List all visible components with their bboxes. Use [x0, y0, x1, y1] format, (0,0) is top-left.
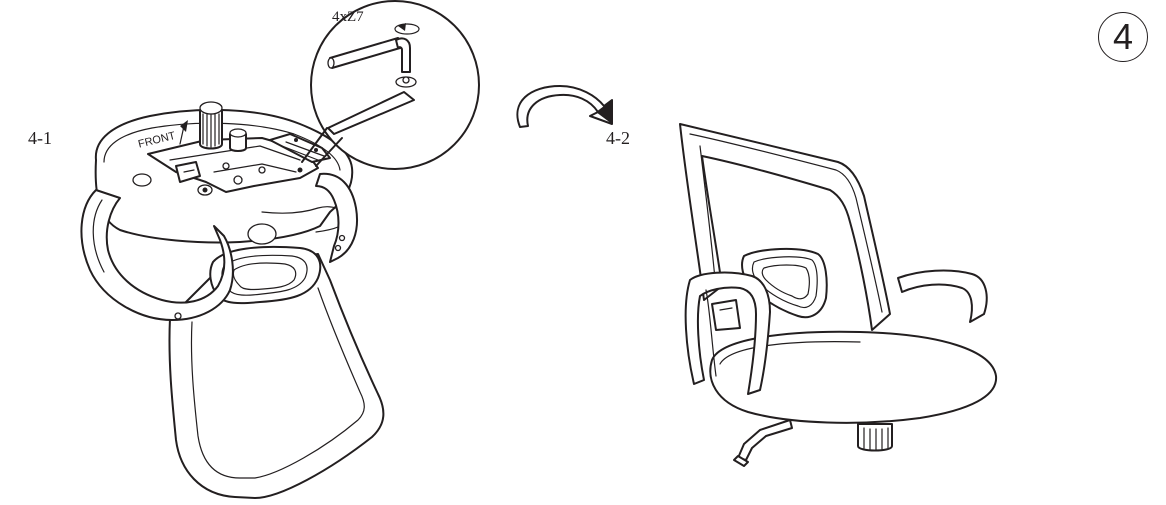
gas-lift — [857, 423, 893, 452]
backrest-frame — [168, 253, 385, 499]
armrest-left-assembled — [684, 271, 771, 395]
chair-upside-down — [80, 101, 385, 499]
sub-step-label-4-2: 4-2 — [606, 128, 630, 148]
part-quantity-label: 4xZ7 — [332, 9, 364, 25]
bolt-icon — [395, 76, 417, 88]
step-number: 4 — [1112, 16, 1134, 57]
armrest-left — [80, 189, 234, 321]
armrest-right-assembled — [897, 269, 988, 323]
chair-assembled — [679, 123, 998, 467]
height-lever — [733, 419, 793, 467]
detail-callout — [301, 0, 480, 170]
front-arrow-icon — [179, 120, 188, 145]
sub-step-label-4-1: 4-1 — [28, 128, 52, 148]
seat — [709, 330, 998, 424]
step-number-badge: 4 — [1098, 12, 1148, 62]
allen-key-icon — [327, 37, 411, 73]
tilt-mechanism — [132, 101, 331, 196]
armrest-right — [315, 172, 358, 263]
flip-arrow-icon — [516, 85, 613, 128]
rotate-arrow-icon — [394, 23, 420, 35]
